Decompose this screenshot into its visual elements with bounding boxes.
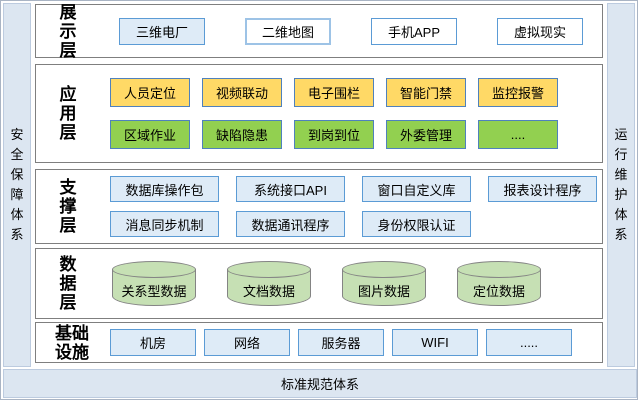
node-message-sync: 消息同步机制 <box>110 211 219 237</box>
layer-application: 应用层 人员定位 视频联动 电子围栏 智能门禁 监控报警 区域作业 缺陷隐患 到… <box>35 64 603 163</box>
layer-support-label: 支撑层 <box>59 178 77 235</box>
node-personnel-positioning: 人员定位 <box>110 78 190 107</box>
pillar-operation-maintenance: 运行维护体系 <box>607 3 635 367</box>
node-2d-map: 二维地图 <box>245 17 331 45</box>
pillar-standards-label: 标准规范体系 <box>280 377 359 392</box>
application-row-1: 人员定位 视频联动 电子围栏 智能门禁 监控报警 <box>106 78 594 107</box>
node-video-linkage: 视频联动 <box>202 78 282 107</box>
infrastructure-row: 机房 网络 服务器 WIFI ..... <box>106 329 594 356</box>
node-network: 网络 <box>204 329 290 356</box>
layer-support: 支撑层 数据库操作包 系统接口API 窗口自定义库 报表设计程序 消息同步机制 … <box>35 169 603 244</box>
cylinder-top <box>112 261 196 278</box>
layer-data-label: 数据层 <box>59 255 77 312</box>
node-3d-plant: 三维电厂 <box>119 17 205 45</box>
pillar-standards: 标准规范体系 <box>3 369 637 398</box>
pillar-security-assurance: 安全保障体系 <box>3 3 31 367</box>
support-row-2: 消息同步机制 数据通讯程序 身份权限认证 <box>106 211 597 237</box>
layer-infrastructure: 基础设施 机房 网络 服务器 WIFI ..... <box>35 322 603 363</box>
pillar-security-assurance-label: 安全保障体系 <box>10 127 24 242</box>
node-database-package: 数据库操作包 <box>110 176 219 202</box>
node-more-apps: .... <box>478 120 558 149</box>
layer-presentation: 展示层 三维电厂 二维地图 手机APP 虚拟现实 <box>35 2 603 60</box>
node-on-duty: 到岗到位 <box>294 120 374 149</box>
node-data-comm: 数据通讯程序 <box>236 211 345 237</box>
node-outsourcing-management: 外委管理 <box>386 120 466 149</box>
cylinder-top <box>227 261 311 278</box>
node-mobile-app: 手机APP <box>371 17 457 45</box>
node-system-api: 系统接口API <box>236 176 345 202</box>
layer-presentation-label: 展示层 <box>59 2 77 60</box>
cylinder-positioning-data: 定位数据 <box>457 261 541 306</box>
node-report-designer: 报表设计程序 <box>488 176 597 202</box>
node-wifi: WIFI <box>392 329 478 356</box>
node-server: 服务器 <box>298 329 384 356</box>
presentation-row: 三维电厂 二维地图 手机APP 虚拟现实 <box>106 17 594 45</box>
layer-infrastructure-label: 基础设施 <box>55 323 89 362</box>
layer-data: 数据层 关系型数据 文档数据 图片数据 <box>35 248 603 319</box>
node-monitoring-alarm: 监控报警 <box>478 78 558 107</box>
layer-application-label: 应用层 <box>59 85 77 142</box>
node-machine-room: 机房 <box>110 329 196 356</box>
node-area-operation: 区域作业 <box>110 120 190 149</box>
node-virtual-reality: 虚拟现实 <box>497 17 583 45</box>
data-row: 关系型数据 文档数据 图片数据 定位数据 <box>106 261 594 306</box>
cylinder-relational-data: 关系型数据 <box>112 261 196 306</box>
cylinder-image-data: 图片数据 <box>342 261 426 306</box>
support-row-1: 数据库操作包 系统接口API 窗口自定义库 报表设计程序 <box>106 176 597 202</box>
node-electronic-fence: 电子围栏 <box>294 78 374 107</box>
node-more-infra: ..... <box>486 329 572 356</box>
node-identity-auth: 身份权限认证 <box>362 211 471 237</box>
node-defect-hazard: 缺陷隐患 <box>202 120 282 149</box>
pillar-operation-maintenance-label: 运行维护体系 <box>614 127 628 242</box>
cylinder-document-data: 文档数据 <box>227 261 311 306</box>
node-window-custom-lib: 窗口自定义库 <box>362 176 471 202</box>
cylinder-top <box>457 261 541 278</box>
application-row-2: 区域作业 缺陷隐患 到岗到位 外委管理 .... <box>106 120 594 149</box>
cylinder-top <box>342 261 426 278</box>
node-smart-access: 智能门禁 <box>386 78 466 107</box>
